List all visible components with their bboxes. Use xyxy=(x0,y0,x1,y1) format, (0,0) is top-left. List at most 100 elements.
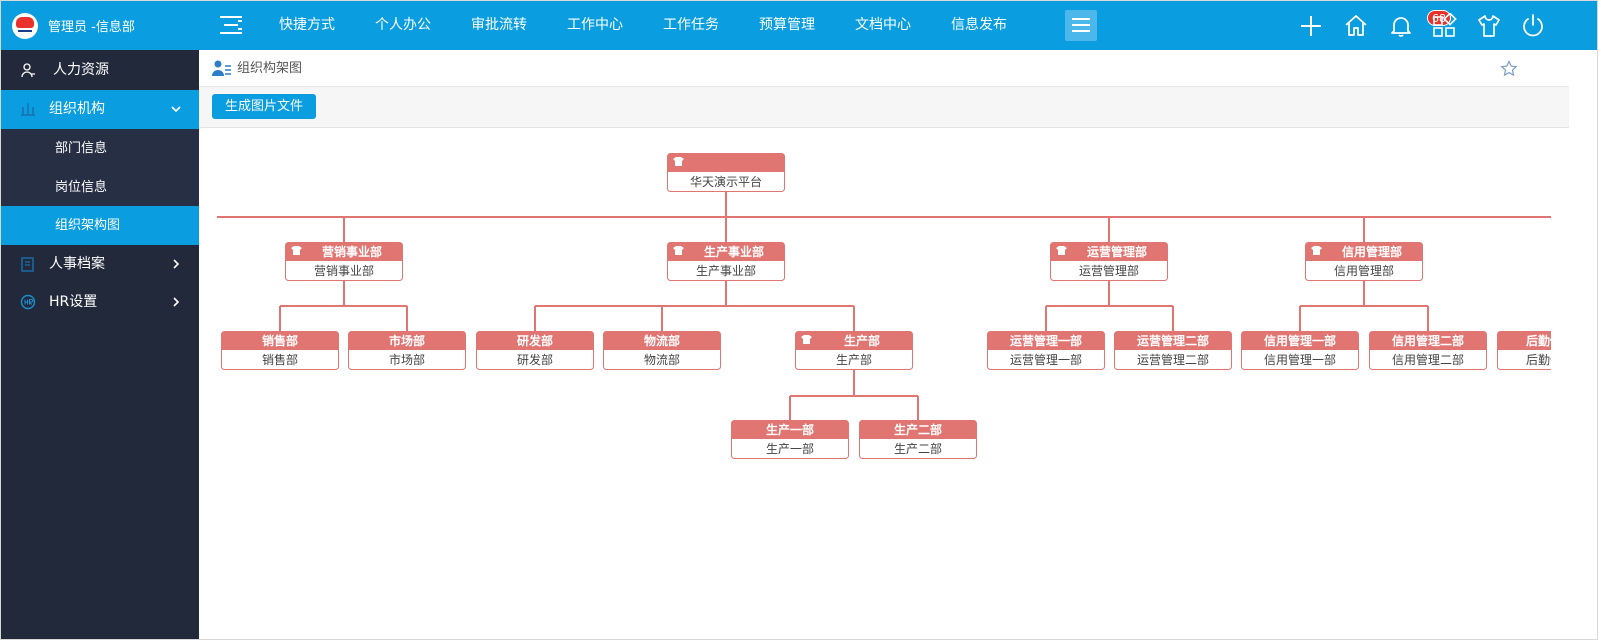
add-icon[interactable] xyxy=(1298,13,1324,39)
org-node-title: 销售部 xyxy=(262,333,298,348)
org-node-header xyxy=(603,331,721,350)
org-node-name: 信用管理一部 xyxy=(1264,352,1336,367)
org-node-header xyxy=(1114,331,1232,350)
org-node-title: 生产部 xyxy=(844,333,880,348)
chevron-right-icon xyxy=(173,259,180,269)
nav-info-publish[interactable]: 信息发布 xyxy=(951,17,1007,33)
org-chart: 华天演示平台营销事业部营销事业部销售部销售部市场部市场部生产事业部生产事业部研发… xyxy=(217,153,1552,459)
sidebar-subitem-departments[interactable]: 部门信息 xyxy=(1,129,199,168)
home-icon[interactable] xyxy=(1343,13,1369,39)
org-node-name: 生产二部 xyxy=(894,441,942,456)
star-icon[interactable] xyxy=(1500,60,1518,78)
page-title: 组织构架图 xyxy=(237,61,303,76)
org-node-header xyxy=(731,420,849,439)
org-node-header xyxy=(285,242,403,261)
org-node-title: 物流部 xyxy=(644,333,680,348)
org-node-name: 销售部 xyxy=(262,352,298,367)
org-node-title: 市场部 xyxy=(389,333,425,348)
org-node-name: 信用管理二部 xyxy=(1392,352,1464,367)
org-node-name: 运营管理部 xyxy=(1079,263,1139,278)
bell-icon[interactable] xyxy=(1388,13,1414,39)
sidebar-subitem-positions[interactable]: 岗位信息 xyxy=(1,168,199,207)
org-node-header xyxy=(795,331,913,350)
user-label: 管理员 -信息部 xyxy=(48,20,135,35)
org-node-header xyxy=(859,420,977,439)
org-node-name: 华天演示平台 xyxy=(690,174,762,189)
nav-shortcuts[interactable]: 快捷方式 xyxy=(279,17,335,33)
skin-tshirt-icon[interactable] xyxy=(1476,13,1502,39)
nav-personal-office[interactable]: 个人办公 xyxy=(375,17,431,33)
org-node-name: 物流部 xyxy=(644,352,680,367)
sidebar-item-organization[interactable]: 组织机构 xyxy=(1,90,199,129)
toolbar: 生成图片文件 xyxy=(199,87,1569,128)
org-node-name: 信用管理部 xyxy=(1334,263,1394,278)
org-node-header xyxy=(1305,242,1423,261)
group-icon xyxy=(801,335,812,344)
group-icon xyxy=(673,157,684,166)
sidebar-item-label: HR设置 xyxy=(49,294,98,310)
generate-image-button[interactable]: 生成图片文件 xyxy=(212,94,317,119)
chevron-right-icon xyxy=(173,297,180,307)
archive-icon xyxy=(21,257,34,272)
sidebar: 人力资源 组织机构 部门信息 岗位信息 组织架构图 人事档案 xyxy=(1,50,199,639)
nav-budget[interactable]: 预算管理 xyxy=(759,17,815,33)
org-node-title: 研发部 xyxy=(517,333,553,348)
org-node-name: 运营管理二部 xyxy=(1137,352,1209,367)
group-icon xyxy=(1311,246,1322,255)
org-node-partial[interactable]: 后勤保障部后勤保障部 xyxy=(1497,331,1552,370)
nav-work-center[interactable]: 工作中心 xyxy=(567,17,623,33)
org-node-header xyxy=(1241,331,1359,350)
org-node-title: 运营管理一部 xyxy=(1010,333,1082,348)
apps-icon[interactable] xyxy=(1431,13,1457,39)
org-node-title: 生产一部 xyxy=(766,422,814,437)
power-icon[interactable] xyxy=(1520,13,1546,39)
nav-documents[interactable]: 文档中心 xyxy=(855,17,911,33)
sidebar-subitem-label: 组织架构图 xyxy=(55,218,121,233)
org-node-title: 信用管理部 xyxy=(1342,244,1402,259)
org-node-title: 后勤保障部 xyxy=(1526,333,1551,348)
org-node-title: 运营管理二部 xyxy=(1137,333,1209,348)
more-menu-icon[interactable] xyxy=(1065,10,1097,41)
org-node-root[interactable]: 华天演示平台 xyxy=(667,153,785,192)
org-node-name: 生产一部 xyxy=(766,441,814,456)
logo xyxy=(12,12,38,39)
org-node-header xyxy=(221,331,339,350)
sidebar-item-hr[interactable]: 人力资源 xyxy=(1,51,199,90)
org-node-title: 生产二部 xyxy=(894,422,942,437)
chevron-down-icon xyxy=(171,106,181,113)
nav-work-tasks[interactable]: 工作任务 xyxy=(663,17,719,33)
sidebar-item-hr-settings[interactable]: HR设置 xyxy=(1,283,199,322)
sidebar-subitem-label: 部门信息 xyxy=(55,141,108,156)
person-icon xyxy=(21,63,35,78)
org-node-name: 研发部 xyxy=(517,352,553,367)
sidebar-item-label: 组织机构 xyxy=(49,101,105,117)
group-icon xyxy=(673,246,684,255)
sidebar-item-personnel-files[interactable]: 人事档案 xyxy=(1,245,199,284)
right-gutter xyxy=(1569,50,1597,639)
org-node-header xyxy=(1369,331,1487,350)
nav-approval-flow[interactable]: 审批流转 xyxy=(471,17,527,33)
brand: 管理员 -信息部 xyxy=(1,1,199,50)
group-icon xyxy=(1056,246,1067,255)
org-node-header xyxy=(667,242,785,261)
menu-toggle-icon[interactable] xyxy=(220,15,242,35)
org-node-header xyxy=(667,153,785,172)
sidebar-subitem-org-chart[interactable]: 组织架构图 xyxy=(1,206,199,245)
org-node-name: 运营管理一部 xyxy=(1010,352,1082,367)
